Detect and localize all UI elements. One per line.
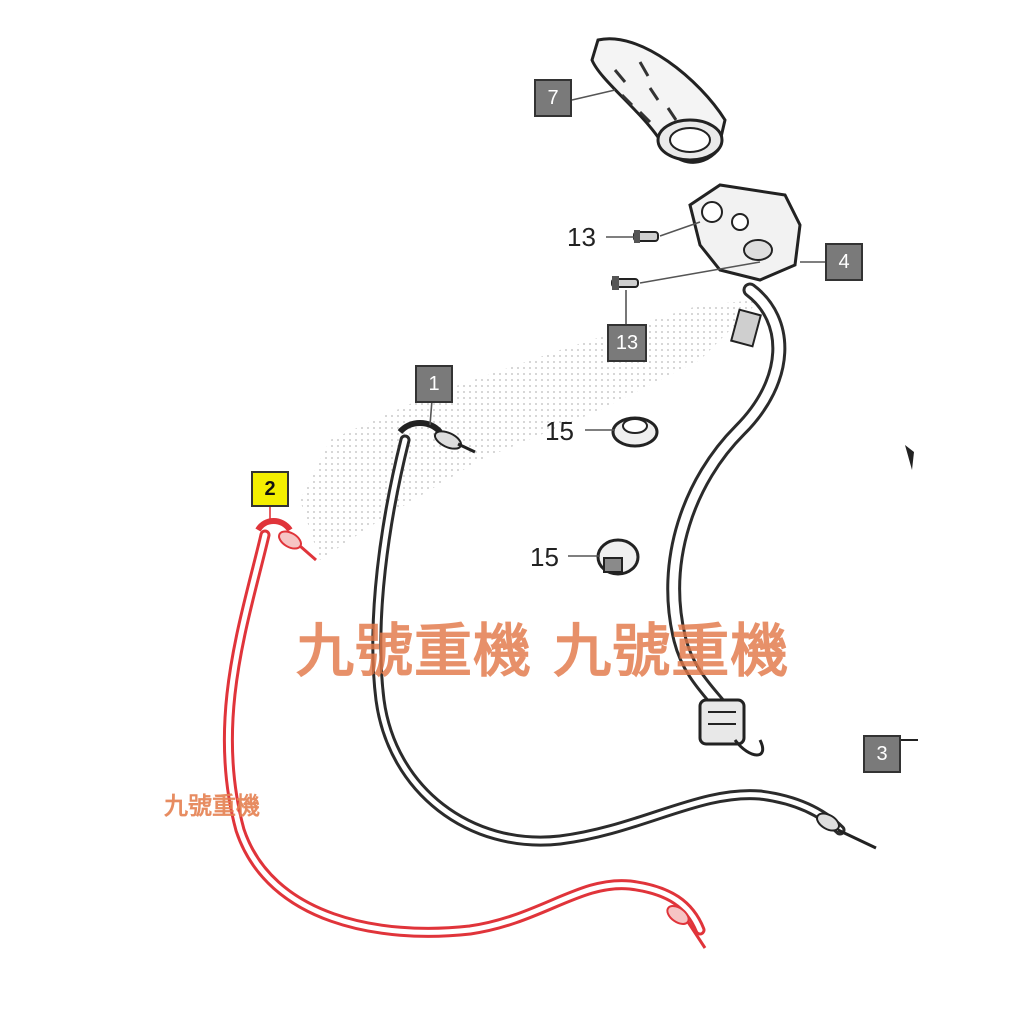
callout-2-label: 2 — [264, 478, 275, 500]
screw-part-upper — [633, 230, 659, 243]
throttle-cable-part-1 — [371, 420, 877, 850]
callout-15-upper: 15 — [545, 416, 574, 446]
switch-harness — [666, 282, 787, 757]
callout-13-lower: 13 — [607, 324, 647, 362]
throttle-cable-part-2-highlighted — [222, 518, 707, 949]
handlebar-ghost-area — [300, 300, 760, 560]
clamp-part-upper — [611, 416, 659, 448]
edge-fragment — [905, 445, 914, 470]
callout-15-lower: 15 — [530, 542, 559, 572]
callout-1-label: 1 — [428, 373, 439, 395]
watermark-large: 九號重機 九號重機 — [296, 617, 790, 685]
callout-4-label: 4 — [838, 251, 849, 273]
callout-1: 1 — [415, 365, 453, 403]
callout-15-upper-label: 15 — [545, 416, 574, 446]
callout-2-highlighted: 2 — [251, 471, 289, 507]
callout-13-lower-label: 13 — [616, 332, 638, 354]
callout-13-upper-label: 13 — [567, 222, 596, 252]
callout-4: 4 — [825, 243, 863, 281]
throttle-grip-part — [590, 37, 727, 164]
screw-part-lower — [611, 276, 639, 290]
callout-7: 7 — [534, 79, 572, 117]
callout-15-lower-label: 15 — [530, 542, 559, 572]
switch-housing-part — [688, 183, 802, 282]
callout-13-upper: 13 — [567, 222, 596, 252]
callout-7-label: 7 — [547, 87, 558, 109]
callout-3: 3 — [863, 735, 901, 773]
callout-3-label: 3 — [876, 743, 887, 765]
watermark-small: 九號重機 — [164, 792, 260, 820]
clamp-part-lower — [596, 538, 640, 576]
